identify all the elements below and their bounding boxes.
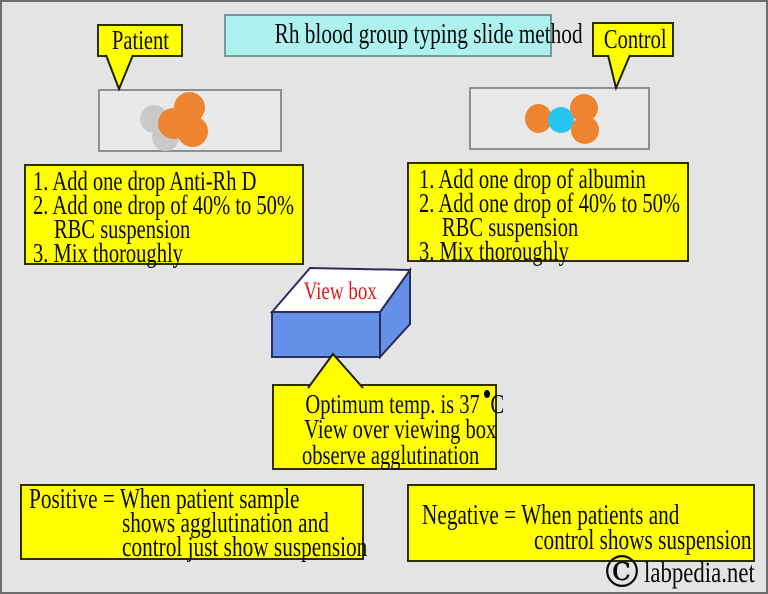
step-line: 3. Mix thoroughly <box>33 238 183 268</box>
optimum-callout-tail <box>307 352 364 389</box>
control-callout-tail <box>607 54 631 92</box>
control-callout: Control <box>592 22 674 57</box>
step-line: 1. Add one drop of albumin <box>419 164 646 194</box>
site-watermark: © labpedia.net <box>600 547 766 594</box>
result-line: control shows suspension <box>534 525 752 556</box>
site-name: labpedia.net <box>644 556 755 589</box>
viewbox-front-face <box>271 311 381 358</box>
control-callout-label: Control <box>603 24 667 54</box>
page-title: Rh blood group typing slide method <box>224 14 583 57</box>
patient-steps-box: 1. Add one drop Anti-Rh D 2. Add one dro… <box>24 164 304 268</box>
step-line: 3. Mix thoroughly <box>419 236 569 266</box>
rbc-cell-icon <box>525 104 552 133</box>
result-line: control just show suspension <box>122 532 368 563</box>
control-cell-icon <box>548 107 574 133</box>
optimum-line: View over viewing box <box>304 414 497 444</box>
positive-result-box: Positive = When patient sample shows agg… <box>20 484 368 563</box>
control-slide <box>469 87 650 150</box>
control-steps-box: 1. Add one drop of albumin 2. Add one dr… <box>407 162 689 266</box>
patient-callout-label: Patient <box>111 25 169 55</box>
step-line: RBC suspension <box>54 214 191 244</box>
step-line: RBC suspension <box>442 212 579 242</box>
result-line: Negative = When patients and <box>422 500 680 531</box>
degree-dot-icon <box>483 390 490 398</box>
patient-callout: Patient <box>97 24 183 57</box>
copyright-icon: © <box>600 547 644 594</box>
rbc-cell-icon <box>571 116 599 144</box>
step-line: 2. Add one drop of 40% to 50% <box>33 190 295 220</box>
optimum-line: observe agglutination <box>301 440 480 470</box>
result-line: Positive = When patient sample <box>29 484 300 515</box>
step-line: 1. Add one drop Anti-Rh D <box>33 166 257 196</box>
step-line: 2. Add one drop of 40% to 50% <box>419 188 681 218</box>
agglutinated-cell-icon <box>177 116 208 147</box>
patient-slide <box>98 89 282 152</box>
result-line: shows agglutination and <box>122 508 329 539</box>
viewbox-label: View box <box>303 278 377 305</box>
patient-callout-tail <box>105 54 134 92</box>
page-title-text: Rh blood group typing slide method <box>274 19 583 50</box>
negative-result-box: Negative = When patients and control sho… <box>407 484 755 562</box>
